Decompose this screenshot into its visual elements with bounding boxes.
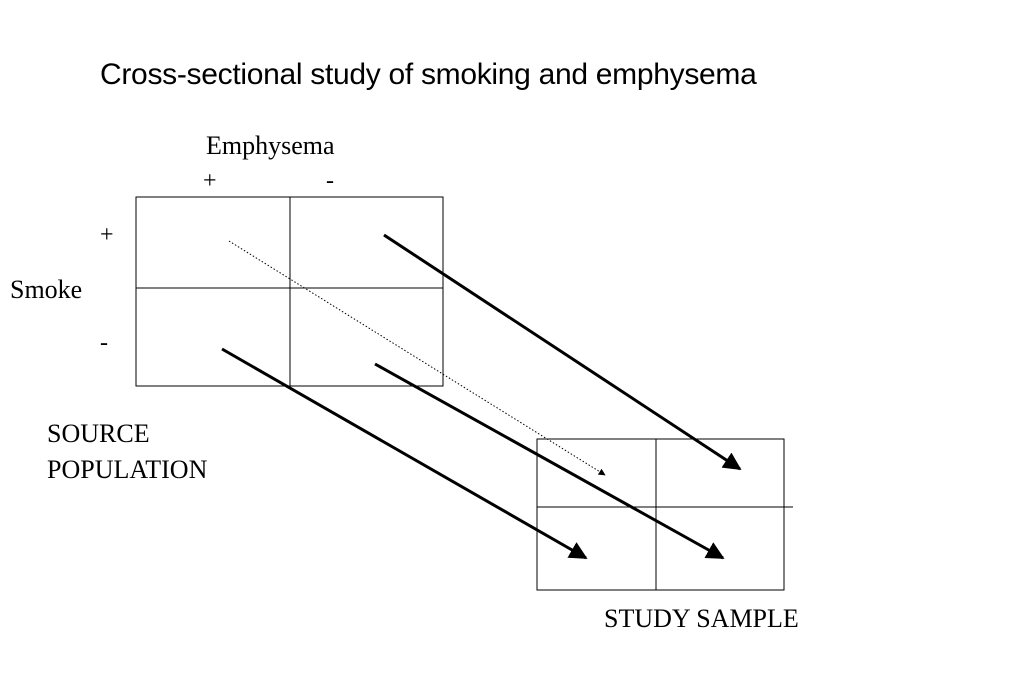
source-table-grid: [135, 196, 444, 387]
row-label-plus: +: [100, 222, 114, 248]
column-label-minus: -: [326, 168, 334, 194]
row-label-minus: -: [100, 330, 108, 356]
study-sample-caption: STUDY SAMPLE: [604, 604, 799, 633]
sample-table-grid: [536, 438, 793, 591]
arrow-minus-minus: [374, 362, 725, 560]
arrow-minus-plus: [221, 347, 588, 560]
column-header-emphysema: Emphysema: [206, 131, 335, 160]
row-header-smoke: Smoke: [10, 275, 83, 304]
arrow-plus-minus: [383, 233, 742, 471]
arrow-dotted-plus-plus: [228, 240, 606, 476]
sample-table-border: [536, 438, 785, 591]
column-label-plus: +: [203, 168, 217, 194]
source-caption-line2: POPULATION: [47, 455, 208, 484]
page-title: Cross-sectional study of smoking and emp…: [100, 58, 757, 91]
source-caption-line1: SOURCE: [47, 419, 150, 448]
